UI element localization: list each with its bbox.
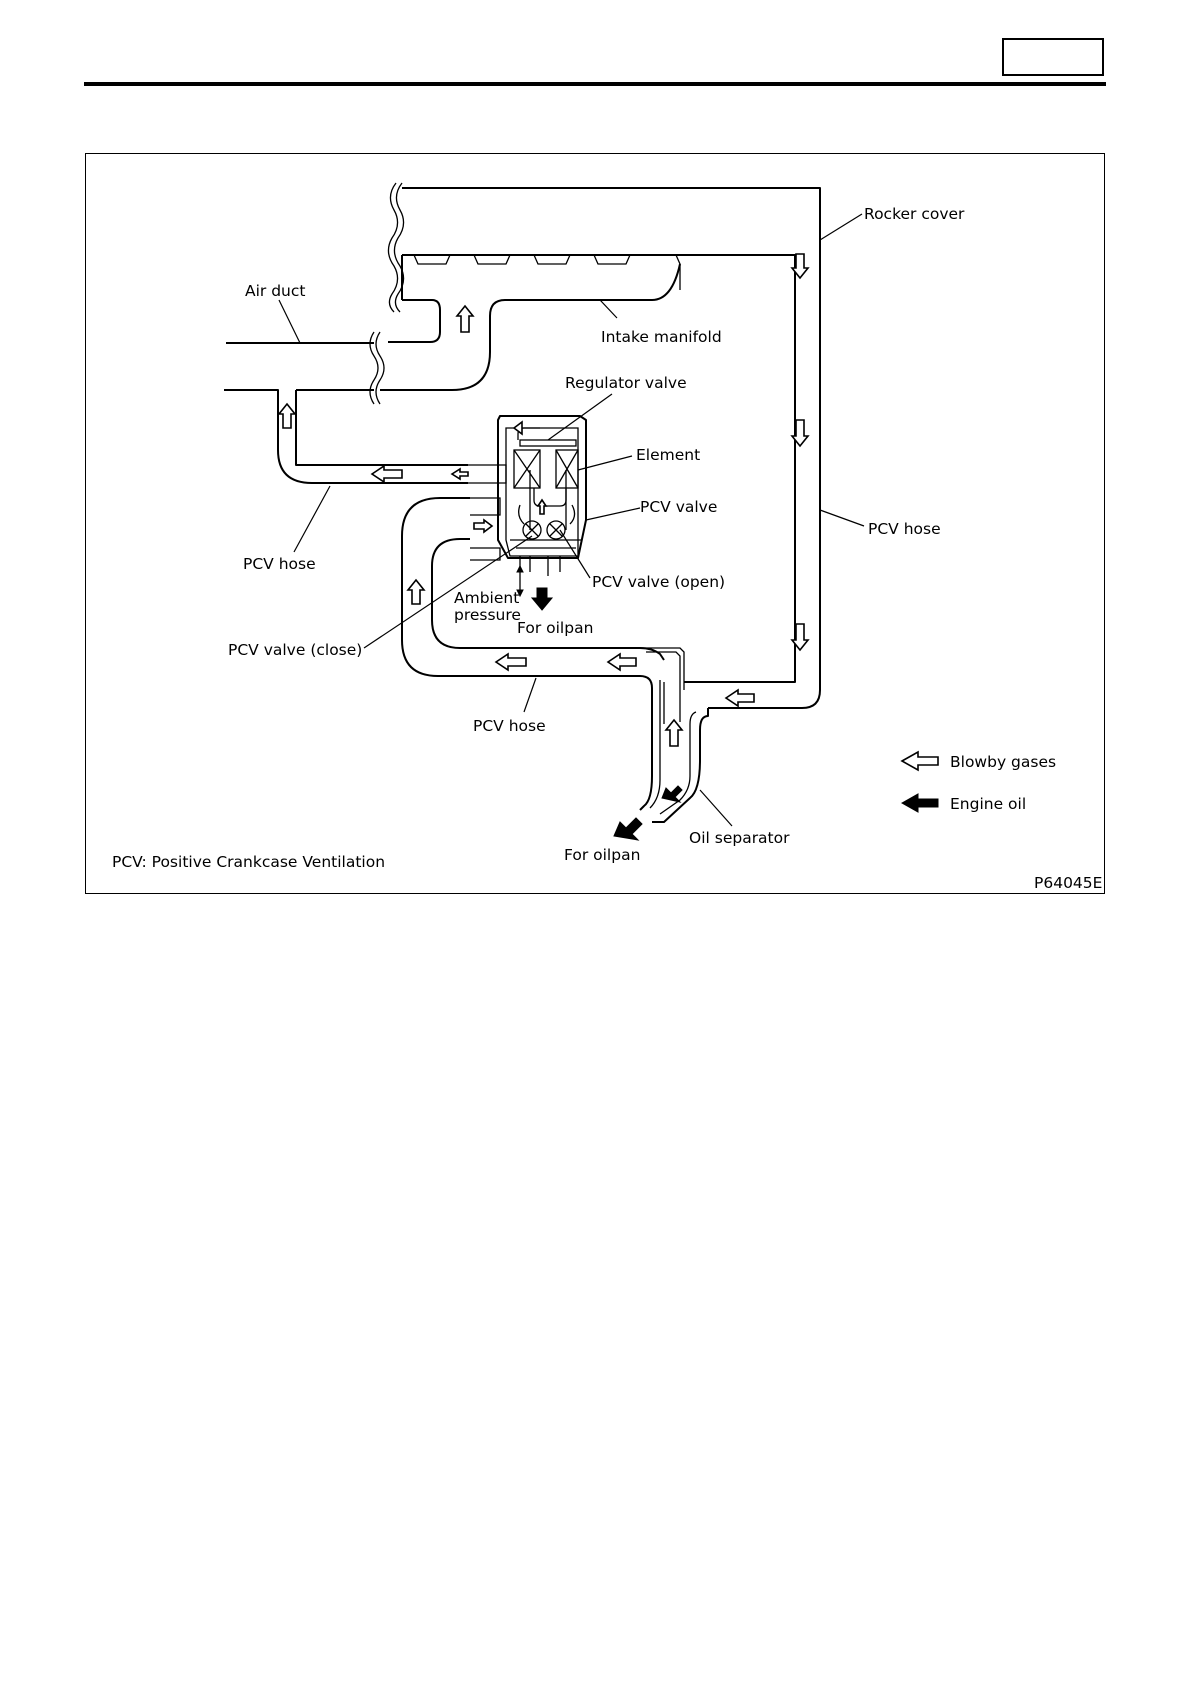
legend: Blowby gases Engine oil	[902, 752, 1056, 813]
blowby-arrow-up-valve	[538, 500, 546, 514]
air-duct	[224, 343, 468, 483]
label-pcv-hose-left: PCV hose	[243, 555, 316, 573]
blowby-arrow-up-hose	[408, 580, 424, 604]
legend-engine-oil-label: Engine oil	[950, 795, 1026, 813]
label-pcv-valve-open: PCV valve (open)	[592, 573, 725, 591]
label-pcv-valve: PCV valve	[640, 498, 717, 516]
blowby-arrow-right-valve	[474, 520, 492, 532]
blowby-arrow-up-duct	[279, 404, 295, 428]
label-regulator-valve: Regulator valve	[565, 374, 687, 392]
blowby-arrow-left-4	[608, 654, 636, 670]
label-for-oilpan-lower: For oilpan	[564, 846, 640, 864]
label-intake-manifold: Intake manifold	[601, 328, 722, 346]
blowby-arrow-up-separator	[666, 720, 682, 746]
oil-arrow-sep-out	[614, 818, 642, 840]
oil-arrow-down-valve	[532, 588, 552, 610]
blowby-arrow-left-5	[726, 690, 754, 706]
label-air-duct: Air duct	[245, 282, 305, 300]
label-oil-separator: Oil separator	[689, 829, 790, 847]
label-pcv-hose-bottom: PCV hose	[473, 717, 546, 735]
label-pcv-hose-right: PCV hose	[868, 520, 941, 538]
figure-id: P64045E	[1034, 874, 1102, 892]
blowby-arrow-left-3	[496, 654, 526, 670]
label-element: Element	[636, 446, 700, 464]
label-pcv-valve-close: PCV valve (close)	[228, 641, 362, 659]
footnote: PCV: Positive Crankcase Ventilation	[112, 853, 385, 871]
blowby-arrows	[279, 254, 808, 746]
pcv-hose-bottom	[402, 498, 684, 722]
label-rocker-cover: Rocker cover	[864, 205, 965, 223]
legend-engine-oil-icon	[902, 794, 938, 812]
blowby-arrow-left-1	[372, 466, 402, 482]
leader-lines	[279, 214, 864, 826]
legend-blowby-icon	[902, 752, 938, 770]
label-for-oilpan-upper: For oilpan	[517, 619, 593, 637]
label-ambient-line2: pressure	[454, 606, 521, 624]
rocker-cover-body	[388, 183, 820, 708]
blowby-arrow-up-manifold	[457, 306, 473, 332]
oil-arrow-sep-inner	[662, 786, 682, 802]
blowby-arrow-left-2	[452, 469, 468, 479]
diagram-labels: Rocker cover Air duct Intake manifold Re…	[228, 205, 965, 864]
pcv-valve-assembly	[468, 416, 586, 576]
legend-blowby-label: Blowby gases	[950, 753, 1056, 771]
label-ambient-line1: Ambient	[454, 589, 519, 607]
